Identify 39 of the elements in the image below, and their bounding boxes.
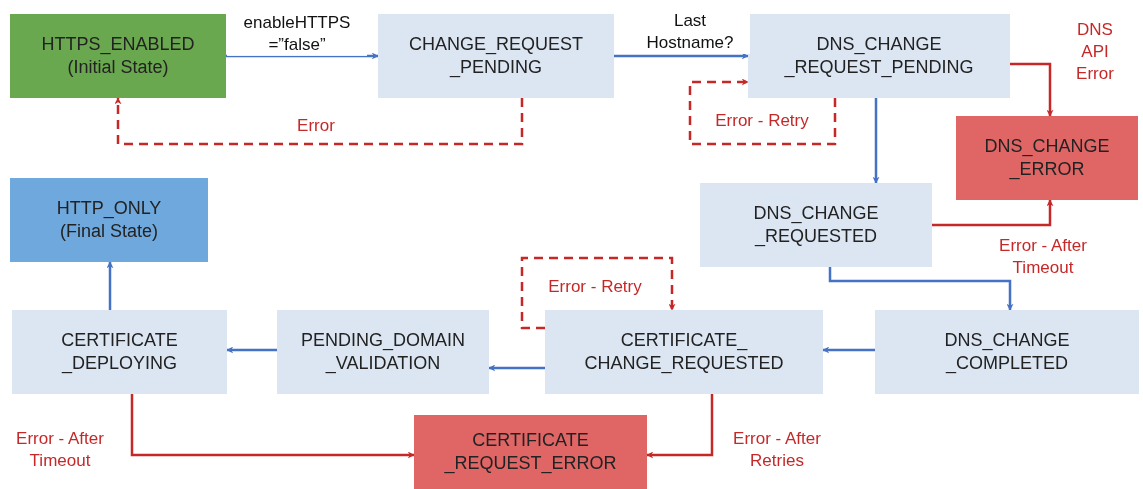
state-box — [12, 310, 227, 394]
arrow — [226, 346, 277, 354]
arrow — [614, 52, 749, 60]
state-note: (Final State) — [59, 220, 158, 243]
state-name: PENDING_DOMAIN _VALIDATION — [300, 328, 466, 376]
error-state-box — [956, 116, 1138, 200]
state-box — [545, 310, 823, 394]
state-note: (Initial State) — [67, 56, 169, 79]
state-box — [378, 14, 614, 98]
error-state-box — [414, 415, 647, 489]
arrow — [106, 261, 114, 310]
state-box — [748, 14, 1010, 98]
state-name: DNS_CHANGE _REQUEST_PENDING — [783, 32, 975, 80]
state-name: HTTP_ONLY — [56, 196, 162, 220]
arrow — [130, 394, 415, 459]
arrow — [226, 52, 379, 60]
state-name: DNS_CHANGE _ERROR — [983, 134, 1111, 182]
arrow — [1010, 62, 1054, 117]
state-name: DNS_CHANGE _COMPLETED — [943, 328, 1071, 376]
arrow — [822, 346, 875, 354]
final-state-box — [10, 178, 208, 262]
state-name: CERTIFICATE_ CHANGE_REQUESTED — [583, 328, 785, 376]
arrow — [932, 199, 1054, 227]
state-box — [875, 310, 1139, 394]
state-name: CHANGE_REQUEST _PENDING — [407, 32, 584, 80]
state-name: DNS_CHANGE _REQUESTED — [752, 201, 880, 249]
arrow — [872, 98, 880, 184]
state-name: CERTIFICATE _DEPLOYING — [60, 328, 179, 376]
arrow — [646, 394, 714, 459]
state-name: CERTIFICATE _REQUEST_ERROR — [443, 428, 618, 476]
dashed-arrow — [688, 78, 837, 146]
state-box — [277, 310, 489, 394]
state-name: HTTPS_ENABLED — [41, 32, 195, 56]
dashed-arrow — [114, 97, 524, 146]
start-state-box — [10, 14, 226, 98]
dashed-arrow — [520, 256, 676, 330]
state-box — [700, 183, 932, 267]
arrow — [828, 267, 1014, 311]
arrow — [488, 364, 545, 372]
